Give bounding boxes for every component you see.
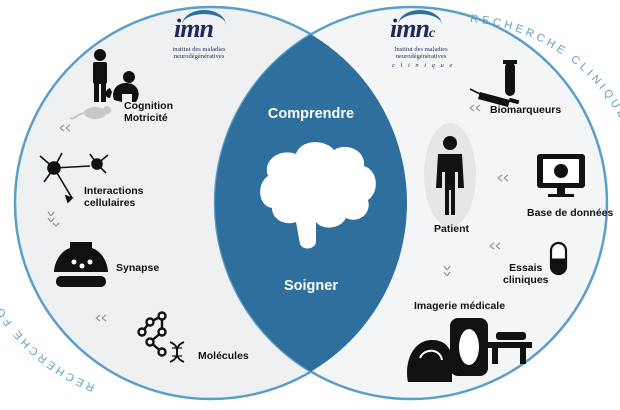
label-patient: Patient xyxy=(434,223,470,235)
neurons-icon xyxy=(39,152,109,204)
logo-swoosh xyxy=(398,10,442,40)
right-flow-arrows xyxy=(443,104,509,277)
test-tube-syringe-icon xyxy=(469,60,520,107)
capsule-icon xyxy=(549,241,568,276)
center-top-label: Comprendre xyxy=(267,106,355,122)
label-biomarqueurs: Biomarqueurs xyxy=(490,104,562,116)
logo-line1: institut des maladies xyxy=(172,46,226,53)
intersection-lens xyxy=(215,7,407,399)
synapse-icon xyxy=(54,242,108,287)
label-synapse: Synapse xyxy=(116,262,160,274)
label-base-donnees: Base de données xyxy=(527,207,614,219)
logo-swoosh xyxy=(182,10,226,40)
label-cognition: Cognition Motricité xyxy=(124,100,173,124)
label-essais: Essais cliniques xyxy=(503,262,549,286)
label-interactions: Interactions cellulaires xyxy=(84,185,144,209)
left-flow-arrows xyxy=(47,124,107,322)
human-monkey-rat-icon xyxy=(69,49,139,120)
logo-line3: c l i n i q u e xyxy=(392,62,455,69)
molecule-dna-icon xyxy=(137,311,185,363)
logo-line1: Institut des maladies xyxy=(394,46,448,53)
logo-line2: neurodégénératives xyxy=(395,53,447,60)
label-imagerie: Imagerie médicale xyxy=(414,300,506,312)
logo-line2: neurodégénératives xyxy=(173,53,225,60)
patient-icon xyxy=(436,136,464,215)
label-molecules: Molécules xyxy=(198,350,249,362)
monitor-icon xyxy=(537,154,585,197)
center-bottom-label: Soigner xyxy=(284,278,338,294)
mri-scanner-icon xyxy=(407,318,532,382)
brain-icon xyxy=(260,142,376,249)
